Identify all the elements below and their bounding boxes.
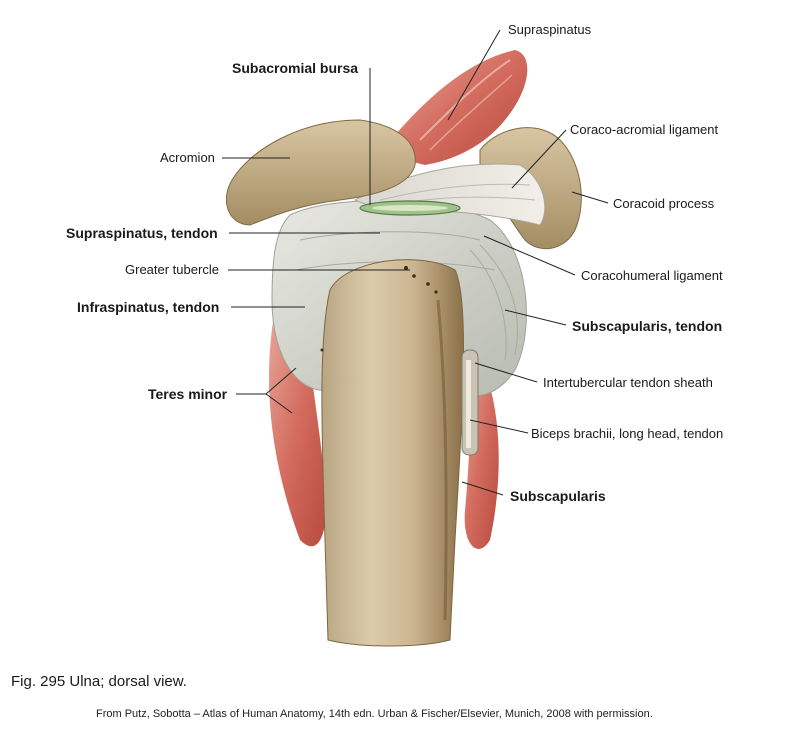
subacromial-bursa	[359, 200, 461, 216]
label-biceps-long-head: Biceps brachii, long head, tendon	[531, 426, 724, 441]
label-coracohumeral-ligament: Coracohumeral ligament	[581, 268, 723, 283]
biceps-tendon	[461, 349, 479, 456]
teres-minor-muscle	[268, 310, 327, 547]
label-subscapularis: Subscapularis	[510, 488, 606, 504]
label-supraspinatus-tendon: Supraspinatus, tendon	[66, 225, 218, 241]
label-coracoid-process: Coracoid process	[613, 196, 715, 211]
label-subacromial-bursa: Subacromial bursa	[232, 60, 359, 76]
humerus-bone	[320, 259, 465, 647]
label-supraspinatus: Supraspinatus	[508, 22, 592, 37]
label-coraco-acromial-ligament: Coraco-acromial ligament	[570, 122, 719, 137]
label-greater-tubercle: Greater tubercle	[125, 262, 219, 277]
leader-lines	[222, 29, 609, 496]
label-acromion: Acromion	[160, 150, 215, 165]
figure-caption: Fig. 295 Ulna; dorsal view.	[11, 673, 187, 690]
label-teres-minor: Teres minor	[148, 386, 228, 402]
figure-credit: From Putz, Sobotta – Atlas of Human Anat…	[96, 708, 653, 720]
label-infraspinatus-tendon: Infraspinatus, tendon	[77, 299, 220, 315]
label-intertubercular-sheath: Intertubercular tendon sheath	[543, 375, 713, 390]
supraspinatus-muscle	[393, 50, 528, 165]
label-subscapularis-tendon: Subscapularis, tendon	[572, 318, 723, 334]
acromion	[225, 119, 416, 226]
